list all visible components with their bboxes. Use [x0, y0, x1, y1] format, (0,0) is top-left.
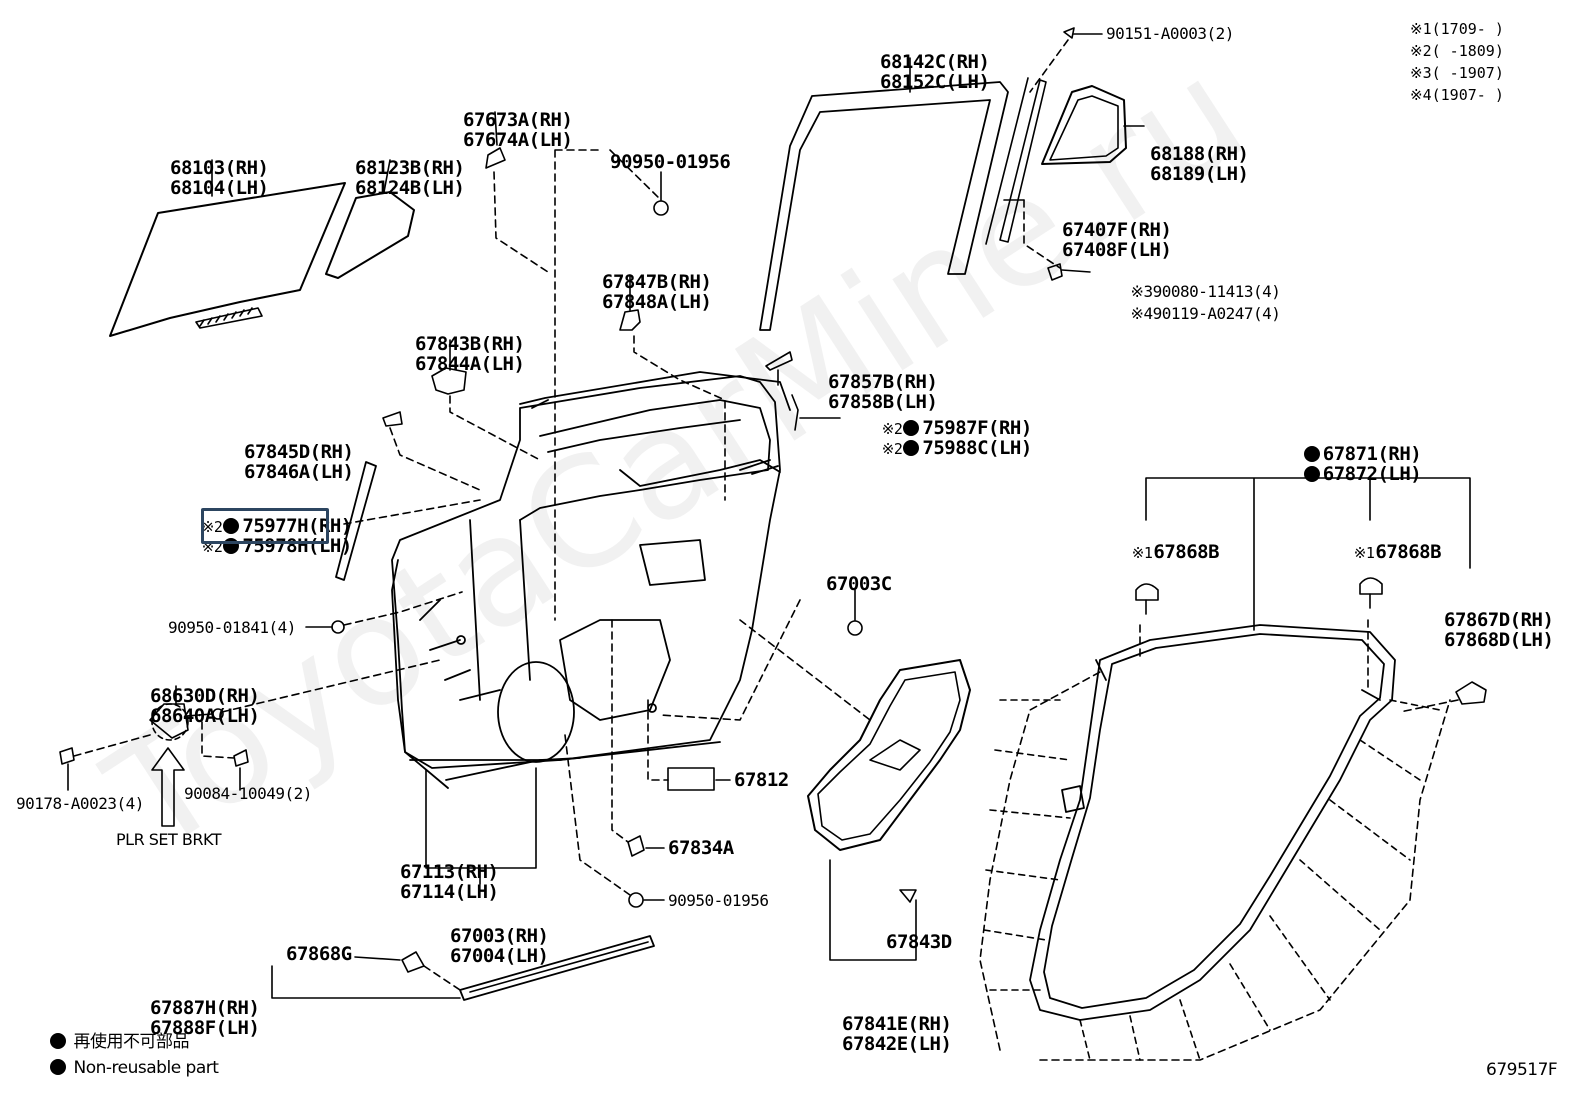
legend-english: Non-reusable part	[30, 1038, 219, 1098]
non-reusable-dot-icon	[49, 1033, 66, 1049]
part-label-67843b: 67843B(RH)67844A(LH)	[415, 333, 525, 375]
part-label-90950-01956-top: 90950-01956	[610, 151, 731, 173]
part-label-67407: 67407F(RH)67408F(LH)	[1062, 219, 1172, 261]
footnote-3: ※3( -1907)	[1410, 64, 1504, 82]
diagram-id: 679517F	[1486, 1060, 1558, 1080]
plr-set-brkt-note: PLR SET BRKT	[116, 830, 222, 849]
footnote-4: ※4(1907- )	[1410, 86, 1504, 104]
part-label-90080: ※390080-11413(4)	[1130, 282, 1281, 301]
non-reusable-dot-icon	[903, 420, 920, 436]
part-label-67841: 67841E(RH)67842E(LH)	[842, 1013, 952, 1055]
part-label-90084: 90084-10049(2)	[184, 784, 312, 803]
part-label-67868b-right: ※167868B	[1353, 541, 1442, 563]
door-glass-illustration	[109, 182, 346, 337]
part-label-68103: 68103(RH)68104(LH)	[170, 157, 269, 199]
footnote-1: ※1(1709- )	[1410, 20, 1504, 38]
part-label-90119: ※490119-A0247(4)	[1130, 304, 1281, 323]
part-label-67673: 67673A(RH)67674A(LH)	[463, 109, 573, 151]
non-reusable-dot-icon	[49, 1059, 66, 1075]
service-hole-cover-illustration	[807, 659, 971, 851]
part-label-67868b-left: ※167868B	[1131, 541, 1220, 563]
part-label-68188: 68188(RH)68189(LH)	[1150, 143, 1249, 185]
part-label-67113: 67113(RH)67114(LH)	[400, 861, 499, 903]
footnote-list: ※1(1709- ) ※2( -1809) ※3( -1907) ※4(1907…	[1410, 18, 1504, 106]
footnote-2: ※2( -1809)	[1410, 42, 1504, 60]
part-label-90178: 90178-A0023(4)	[16, 794, 144, 813]
part-label-67872: 67872(LH)	[1260, 444, 1422, 504]
part-label-67812: 67812	[734, 769, 789, 791]
part-label-67867: 67867D(RH)67868D(LH)	[1444, 609, 1554, 651]
part-label-68630: 68630D(RH)68640A(LH)	[150, 685, 260, 727]
part-label-67868g: 67868G	[286, 943, 352, 965]
part-label-67887: 67887H(RH)67888F(LH)	[150, 997, 260, 1039]
part-label-67834a: 67834A	[668, 837, 734, 859]
part-label-90151: 90151-A0003(2)	[1106, 24, 1234, 43]
part-label-67857: 67857B(RH)67858B(LH)	[828, 371, 938, 413]
part-label-67845: 67845D(RH)67846A(LH)	[244, 441, 354, 483]
part-label-90950-01956-bottom: 90950-01956	[668, 891, 769, 910]
door-panel-illustration	[391, 371, 791, 789]
non-reusable-dot-icon	[903, 440, 920, 456]
legend-japanese: 再使用不可部品	[30, 1012, 190, 1072]
weatherstrip-illustration	[1029, 624, 1396, 1021]
part-label-68142: 68142C(RH)68152C(LH)	[880, 51, 990, 93]
non-reusable-dot-icon	[1303, 446, 1320, 462]
part-label-67843d: 67843D	[886, 931, 952, 953]
part-label-67003c: 67003C	[826, 573, 892, 595]
part-label-67847: 67847B(RH)67848A(LH)	[602, 271, 712, 313]
part-label-67003: 67003(RH)67004(LH)	[450, 925, 549, 967]
non-reusable-dot-icon	[1303, 466, 1320, 482]
part-label-68123: 68123B(RH)68124B(LH)	[355, 157, 465, 199]
part-label-67871: 67871(RH)	[1260, 424, 1422, 484]
non-reusable-dot-icon	[223, 518, 240, 534]
highlight-box	[201, 508, 329, 544]
part-label-90950-01841: 90950-01841(4)	[168, 618, 296, 637]
quarter-glass-illustration	[325, 191, 415, 279]
